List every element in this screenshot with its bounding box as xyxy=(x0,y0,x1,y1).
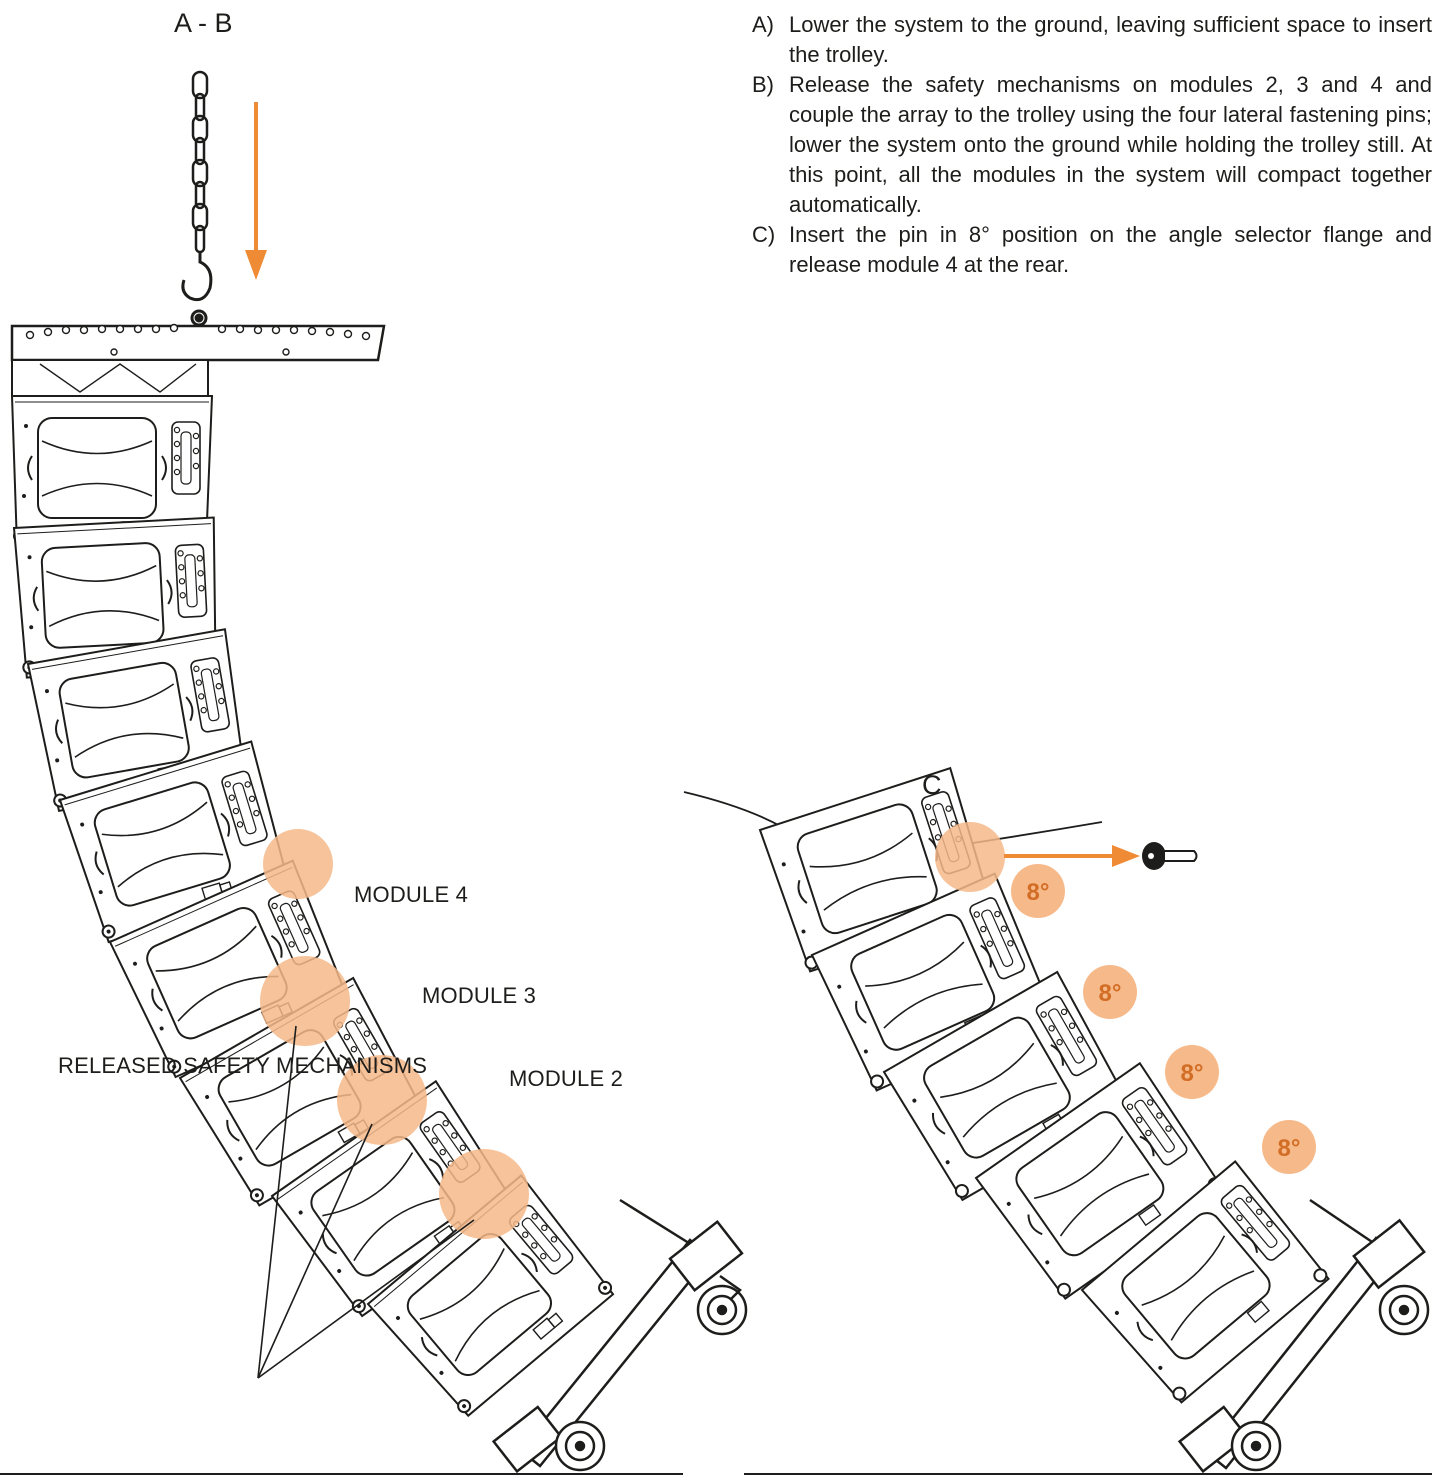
array-illustration-ab xyxy=(0,70,748,1475)
trolley xyxy=(491,1198,748,1474)
chain-icon xyxy=(191,70,209,254)
angle-badge-3: 8° xyxy=(1181,1060,1204,1087)
label-module-2: MODULE 2 xyxy=(509,1066,624,1091)
highlight-module-1 xyxy=(439,1149,529,1239)
instruction-c-key: C) xyxy=(752,222,776,247)
angle-badge-4: 8° xyxy=(1278,1135,1301,1162)
instruction-c: C) Insert the pin in 8° position on the … xyxy=(752,220,1432,280)
leader-lines xyxy=(257,1025,475,1379)
highlight-module-4 xyxy=(263,829,333,899)
label-released-safety-mechanisms: RELEASED SAFETY MECHANISMS xyxy=(58,1053,428,1078)
angle-badge-1: 8° xyxy=(1027,879,1050,906)
pin-icon xyxy=(1142,842,1198,870)
instruction-b-key: B) xyxy=(752,72,774,97)
rigging-frame-top xyxy=(11,359,209,397)
angle-badge-2: 8° xyxy=(1099,980,1122,1007)
highlight-module-2 xyxy=(337,1055,427,1145)
label-module-4: MODULE 4 xyxy=(354,882,469,907)
released-mechanism-highlights xyxy=(260,829,529,1239)
wheel-icon xyxy=(1230,1420,1282,1472)
wheel-icon xyxy=(696,1274,748,1336)
instruction-a-key: A) xyxy=(752,12,774,37)
title-ab: A - B xyxy=(174,8,233,38)
label-module-3: MODULE 3 xyxy=(422,983,537,1008)
instruction-a: A) Lower the system to the ground, leavi… xyxy=(752,10,1432,70)
angle-badges: 8° 8° 8° 8° xyxy=(1011,864,1316,1174)
instructions-list: A) Lower the system to the ground, leavi… xyxy=(752,10,1432,280)
instruction-c-text: Insert the pin in 8° position on the ang… xyxy=(789,222,1432,277)
down-arrow-icon xyxy=(245,102,267,280)
trolley-c xyxy=(1177,1198,1430,1474)
instruction-a-text: Lower the system to the ground, leaving … xyxy=(789,12,1432,67)
instruction-b: B) Release the safety mechanisms on modu… xyxy=(752,70,1432,220)
wheel-icon xyxy=(1378,1284,1430,1336)
highlight-module-3 xyxy=(260,956,350,1046)
hook-icon xyxy=(181,252,213,327)
wheel-icon xyxy=(554,1420,606,1472)
right-arrow-icon xyxy=(1004,845,1140,867)
highlight-pin-position xyxy=(935,822,1005,892)
instruction-b-text: Release the safety mechanisms on modules… xyxy=(789,72,1432,217)
title-c: C xyxy=(922,770,942,800)
rigging-bar xyxy=(10,323,386,362)
array-illustration-c: 8° 8° 8° 8° xyxy=(683,767,1432,1475)
